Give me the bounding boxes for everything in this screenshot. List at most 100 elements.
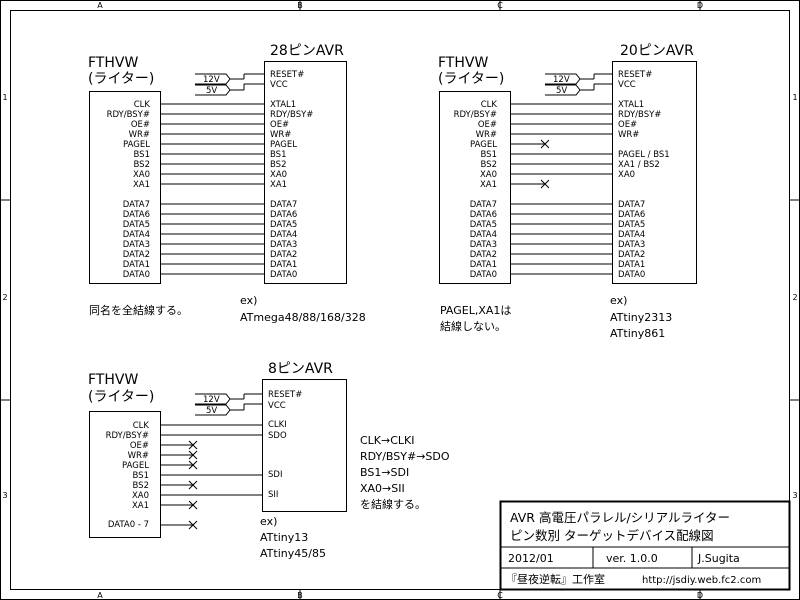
avr-pin-28: DATA2 xyxy=(270,250,297,260)
avr-pin-8: CLKI xyxy=(268,420,287,430)
chip28-title: 28ピンAVR xyxy=(270,43,344,59)
wires-8 xyxy=(160,424,262,530)
chip20-note-line1: PAGEL,XA1は xyxy=(440,304,511,317)
avr-pin-8: SDI xyxy=(268,470,282,480)
title-line-1: AVR 高電圧パラレル/シリアルライター xyxy=(510,510,730,525)
writer-pin-8: WR# xyxy=(128,451,149,461)
title-site: 『昼夜逆転』工作室 xyxy=(506,572,605,586)
diagram-8pin: FTHVW (ライター) 8ピンAVR CLK RDY/BSY# OE# WR#… xyxy=(88,361,450,560)
grid-col-a-top: A xyxy=(97,1,103,10)
writer-pin-28: OE# xyxy=(131,120,150,130)
writer-pin-28: BS1 xyxy=(134,150,151,160)
avr-pin-20: RESET# xyxy=(618,70,652,80)
chip20-device: ATtiny2313 xyxy=(610,311,672,324)
no-connect-mark xyxy=(188,450,198,460)
avr-pin-28: XA0 xyxy=(270,170,287,180)
fthvw-label-28: FTHVW xyxy=(88,55,138,71)
writer-pin-28: RDY/BSY# xyxy=(107,110,150,120)
supply-5v-label-8: 5V xyxy=(206,406,217,416)
avr-pin-20: XTAL1 xyxy=(618,100,644,110)
chip20-note-line2: 結線しない。 xyxy=(440,319,506,333)
grid-row-2-left: 2 xyxy=(2,293,7,302)
mapping-line: XA0→SII xyxy=(360,482,405,495)
chip20-title: 20ピンAVR xyxy=(620,43,694,59)
title-line-2: ピン数別 ターゲットデバイス配線図 xyxy=(510,528,714,543)
mapping-line: RDY/BSY#→SDO xyxy=(360,450,450,463)
avr-pin-8: VCC xyxy=(268,401,286,411)
grid-col-d-top: D xyxy=(697,1,703,10)
supply-28: 12V 5V xyxy=(195,73,264,96)
no-connect-mark xyxy=(188,440,198,450)
avr-pin-20: DATA4 xyxy=(618,230,645,240)
chip28-note: 同名を全結線する。 xyxy=(89,303,188,317)
avr-pin-28: DATA6 xyxy=(270,210,297,220)
writer-pin-20: DATA3 xyxy=(470,240,497,250)
writer-pin-28: WR# xyxy=(129,130,150,140)
avr-pin-20: XA0 xyxy=(618,170,635,180)
supply-5v-label-28: 5V xyxy=(206,86,217,96)
avr-pin-labels-8: RESET# VCC CLKI SDO SDI SII xyxy=(268,390,302,500)
writer-pin-20: DATA5 xyxy=(470,220,497,230)
avr-pin-20: WR# xyxy=(618,130,639,140)
writer-pin-8: DATA0 - 7 xyxy=(108,520,149,530)
avr-pin-28: BS1 xyxy=(270,150,287,160)
grid-col-c-top: C xyxy=(497,1,503,10)
no-connect-mark xyxy=(188,480,198,490)
avr-pin-labels-28: RESET# VCC XTAL1 RDY/BSY# OE# WR# PAGEL … xyxy=(270,70,313,280)
avr-pin-labels-20: RESET# VCC XTAL1 RDY/BSY# OE# WR# PAGEL … xyxy=(618,70,670,280)
writer-pin-20: DATA6 xyxy=(470,210,497,220)
avr-pin-20: DATA1 xyxy=(618,260,645,270)
title-date: 2012/01 xyxy=(508,552,554,565)
chip20-device: ATtiny861 xyxy=(610,327,665,340)
writer-pin-20: XA0 xyxy=(480,170,497,180)
fthvw-box-20 xyxy=(439,91,511,284)
avr-pin-20: DATA7 xyxy=(618,200,645,210)
grid-row-3-right: 3 xyxy=(792,491,797,500)
title-block-frame xyxy=(499,500,791,591)
chip8-ex: ex) xyxy=(260,515,277,528)
diagram-28pin: FTHVW (ライター) 28ピンAVR CLK RDY/BSY# OE# WR… xyxy=(88,43,366,324)
writer-pin-20: DATA1 xyxy=(470,260,497,270)
grid-row-1-right: 1 xyxy=(792,93,797,102)
avr-pin-8: SDO xyxy=(268,431,287,441)
avr-pin-28: WR# xyxy=(270,130,291,140)
writer-pin-28: DATA1 xyxy=(123,260,150,270)
writer-pin-labels-8: CLK RDY/BSY# OE# WR# PAGEL BS1 BS2 XA0 X… xyxy=(106,421,150,530)
writer-pin-labels-20: CLK RDY/BSY# OE# WR# PAGEL BS1 BS2 XA0 X… xyxy=(454,100,498,280)
grid-col-d-bottom: D xyxy=(697,591,703,600)
writer-pin-20: WR# xyxy=(476,130,497,140)
no-connect-mark xyxy=(540,179,550,189)
avr-pin-20: RDY/BSY# xyxy=(618,110,661,120)
fthvw-label-8: FTHVW xyxy=(88,372,138,388)
supply-8: 12V 5V xyxy=(195,393,262,416)
writer-pin-28: DATA5 xyxy=(123,220,150,230)
avr-pin-28: DATA5 xyxy=(270,220,297,230)
fthvw-sub-8: (ライター) xyxy=(88,389,154,405)
writer-pin-20: RDY/BSY# xyxy=(454,110,497,120)
writer-pin-20: BS2 xyxy=(481,160,498,170)
writer-pin-20: PAGEL xyxy=(470,140,497,150)
writer-pin-8: XA0 xyxy=(132,491,149,501)
writer-pin-8: BS2 xyxy=(133,481,150,491)
avr-pin-28: BS2 xyxy=(270,160,287,170)
writer-pin-20: OE# xyxy=(478,120,497,130)
avr-pin-28: DATA0 xyxy=(270,270,297,280)
writer-pin-28: DATA6 xyxy=(123,210,150,220)
avr-pin-28: PAGEL xyxy=(270,140,297,150)
chip28-box xyxy=(264,61,347,284)
no-connect-mark xyxy=(540,139,550,149)
supply-12v-label-8: 12V xyxy=(203,395,220,405)
mapping-line: を結線する。 xyxy=(360,497,426,511)
chip20-box xyxy=(612,61,697,284)
chip8-device: ATtiny13 xyxy=(260,531,308,544)
writer-pin-20: XA1 xyxy=(480,180,497,190)
writer-pin-8: OE# xyxy=(130,441,149,451)
mapping-line: BS1→SDI xyxy=(360,466,409,479)
writer-pin-28: DATA2 xyxy=(123,250,150,260)
grid-col-a-bottom: A xyxy=(97,591,103,600)
no-connect-mark xyxy=(188,460,198,470)
title-block: AVR 高電圧パラレル/シリアルライター ピン数別 ターゲットデバイス配線図 2… xyxy=(499,500,791,591)
writer-pin-8: XA1 xyxy=(132,501,149,511)
title-author: J.Sugita xyxy=(697,552,740,565)
writer-pin-8: PAGEL xyxy=(122,461,149,471)
